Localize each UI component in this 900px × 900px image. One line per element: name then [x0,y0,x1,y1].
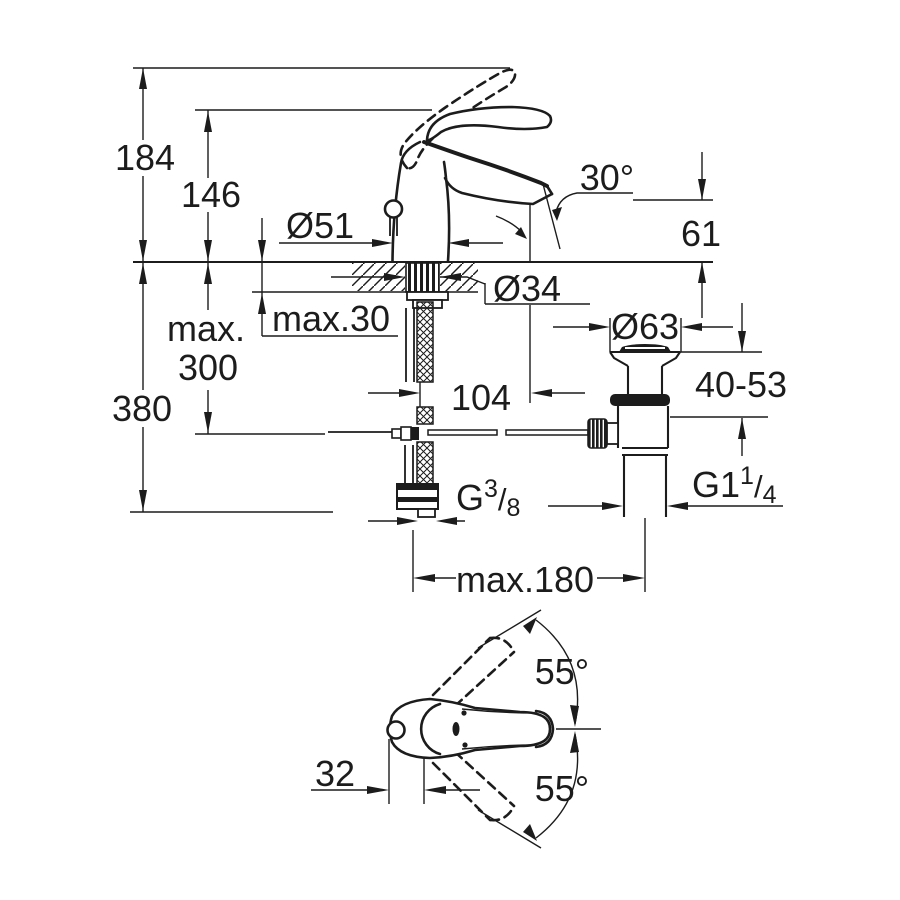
label-spout-reach: 104 [451,377,511,418]
flex-hose-upper [416,301,434,383]
drain-flange [609,350,681,394]
label-drain-adjust-range: 40-53 [695,364,787,405]
rod-joint-c [411,427,419,440]
reference-lines [130,67,768,592]
lever-dashed-up [431,636,516,708]
lever-solid [425,105,553,142]
label-swing-upper: 55° [535,651,589,692]
popup-drain [587,344,681,517]
label-supply-thread: G3/8 [456,475,520,522]
faucet-body-left-edge [391,140,422,263]
handle-inner-lines [461,708,538,750]
popup-rod-knob [383,199,404,219]
spout-tip-face [545,184,554,196]
label-depth-total: 380 [112,388,172,429]
label-spout-angle: 30° [580,157,634,198]
faucet-side [383,68,554,263]
supply-nut-band-top [397,484,438,490]
popup-rod-stem [389,217,398,236]
handle-pivot [386,720,406,740]
drain-body [616,406,670,457]
lever-dashed-down [431,750,516,822]
label-height-total: 184 [115,137,175,178]
flex-hose-lower [416,441,434,485]
popup-rod-horizontal-r2 [505,429,589,436]
top-view-dimensions: 55° 55° 32 [311,609,601,849]
drain-knurled-knob [587,418,608,449]
dimension-arrows [139,68,746,582]
label-hose-length-2: 300 [178,347,238,388]
spout-top-edge [422,140,549,188]
handle-top-view [386,636,555,822]
faucet-underdeck [328,262,589,518]
dimension-labels: 184 146 Ø51 30° 61 Ø34 max.30 max. 300 3… [112,137,787,600]
label-spout-height: 61 [681,213,721,254]
drain-seal [610,394,670,406]
rod-joint-a [391,428,402,439]
popup-rod-horizontal-r1 [427,429,498,436]
label-height-body: 146 [181,174,241,215]
drain-tailpipe [622,455,668,517]
handle-outline [388,697,552,760]
label-deck-thickness: max.30 [272,298,390,339]
flex-hose-mid [416,406,434,425]
spout-underside [443,176,554,206]
top-view: 55° 55° 32 [311,609,601,849]
drain-rod-socket [606,422,619,445]
label-drain-flange-diameter: Ø63 [611,306,679,347]
rod-joint-b [400,426,412,441]
handle-tip-cap [534,709,555,749]
popup-vertical-rod [404,308,415,484]
label-base-diameter: Ø51 [286,205,354,246]
label-handle-offset: 32 [315,753,355,794]
threaded-shank [405,262,440,293]
supply-thread-stub [417,508,436,518]
label-rod-distance: max.180 [456,559,594,600]
handle-collar [419,702,442,756]
side-view: 184 146 Ø51 30° 61 Ø34 max.30 max. 300 3… [112,67,787,600]
label-hose-length-1: max. [167,308,245,349]
label-swing-lower: 55° [535,768,589,809]
mounting-washer [406,291,449,301]
label-shank-diameter: Ø34 [493,268,561,309]
supply-nut-band-low [397,497,438,502]
label-drain-thread: G11/4 [692,462,777,509]
